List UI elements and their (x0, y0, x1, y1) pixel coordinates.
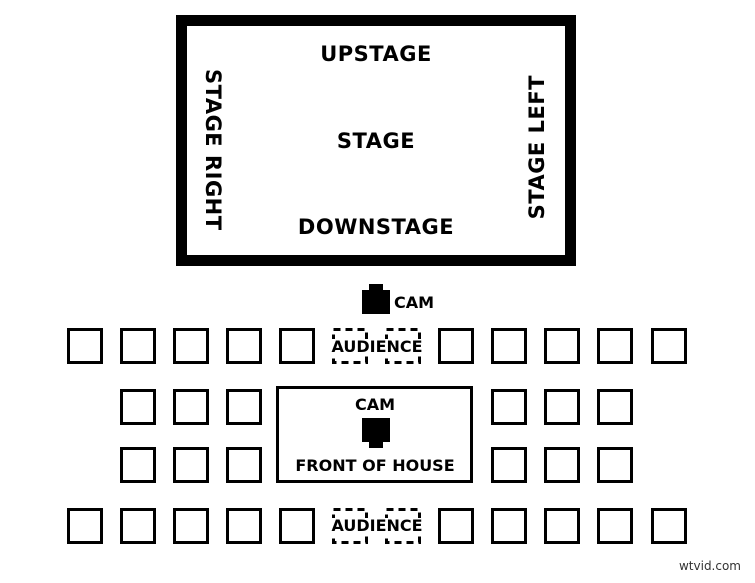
audience-seat (226, 389, 262, 425)
audience-seat (491, 389, 527, 425)
audience-seat (438, 508, 474, 544)
audience-seat (120, 389, 156, 425)
foh-camera-label: CAM (354, 395, 396, 414)
camera-icon (362, 418, 390, 448)
audience-seat (597, 328, 633, 364)
downstage-label: DOWNSTAGE (297, 215, 455, 239)
audience-seat (173, 508, 209, 544)
audience-seat (597, 447, 633, 483)
audience-seat (491, 508, 527, 544)
audience-label: AUDIENCE (328, 339, 426, 355)
audience-seat (544, 447, 580, 483)
audience-seat (173, 447, 209, 483)
audience-label: AUDIENCE (328, 518, 426, 534)
audience-seat (597, 508, 633, 544)
audience-seat (173, 389, 209, 425)
stage-left-label: STAGE LEFT (525, 75, 549, 220)
audience-seat (120, 447, 156, 483)
front-of-house-box (276, 386, 473, 483)
audience-seat (279, 508, 315, 544)
audience-seat (491, 328, 527, 364)
camera-label: CAM (394, 293, 435, 312)
audience-seat (67, 328, 103, 364)
audience-seat (544, 328, 580, 364)
upstage-label: UPSTAGE (320, 42, 432, 66)
front-of-house-label: FRONT OF HOUSE (295, 456, 455, 475)
audience-seat (120, 508, 156, 544)
camera-icon (362, 284, 390, 314)
audience-seat (491, 447, 527, 483)
audience-seat (226, 508, 262, 544)
audience-seat (544, 508, 580, 544)
audience-seat (651, 508, 687, 544)
watermark: wtvid.com (678, 559, 741, 573)
audience-seat (226, 328, 262, 364)
stage-label: STAGE (336, 129, 416, 153)
audience-seat (544, 389, 580, 425)
audience-seat (226, 447, 262, 483)
audience-seat (651, 328, 687, 364)
audience-seat (438, 328, 474, 364)
stage-right-label: STAGE RIGHT (201, 69, 225, 231)
audience-seat (173, 328, 209, 364)
audience-seat (120, 328, 156, 364)
stage-area (176, 15, 576, 266)
audience-seat (67, 508, 103, 544)
audience-seat (597, 389, 633, 425)
audience-seat (279, 328, 315, 364)
